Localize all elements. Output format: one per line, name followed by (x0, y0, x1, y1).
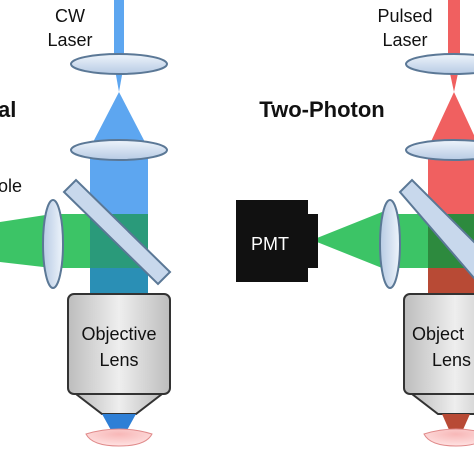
pulsed-label-line2: Laser (382, 30, 427, 50)
objective-label-line1: Objective (81, 324, 156, 344)
cw-input-beam (114, 0, 124, 64)
pmt-detector-icon (236, 200, 318, 282)
pulsed-lower-beam (428, 268, 474, 294)
objective-label-right-line1: Object (412, 324, 464, 344)
lens-icon (379, 199, 401, 289)
dichroic-mirror-icon (398, 178, 474, 280)
pulsed-expanding-beam (428, 92, 474, 148)
objective-lens-icon (403, 293, 474, 432)
lens-icon (405, 139, 474, 161)
fluorescence-to-pmt (312, 212, 382, 268)
pmt-label: PMT (251, 234, 289, 254)
pinhole-label: ole (0, 176, 22, 196)
sample-right (423, 428, 474, 447)
objective-label-line2: Lens (99, 350, 138, 370)
lens-icon (405, 53, 474, 75)
cw-expanding-beam (90, 92, 148, 148)
cw-lower-beam (90, 268, 148, 294)
fluorescence-beam-left (0, 214, 52, 268)
lens-icon (70, 53, 168, 75)
right-panel-title: Two-Photon (259, 97, 384, 122)
lens-icon (42, 199, 64, 289)
sample-left (85, 428, 153, 447)
pulsed-label-line1: Pulsed (377, 6, 432, 26)
cw-label-line1: CW (55, 6, 85, 26)
pulsed-input-beam (448, 0, 460, 64)
right-panel: PMT Pulsed Laser Two-Photon Object Lens (236, 0, 474, 447)
left-panel-title: al (0, 97, 16, 122)
objective-label-right-line2: Lens (432, 350, 471, 370)
cw-label-line2: Laser (47, 30, 92, 50)
objective-lens-icon (67, 293, 171, 432)
dichroic-mirror-icon (62, 178, 172, 286)
lens-icon (70, 139, 168, 161)
left-panel: CW Laser al ole Objective Lens (0, 0, 172, 447)
